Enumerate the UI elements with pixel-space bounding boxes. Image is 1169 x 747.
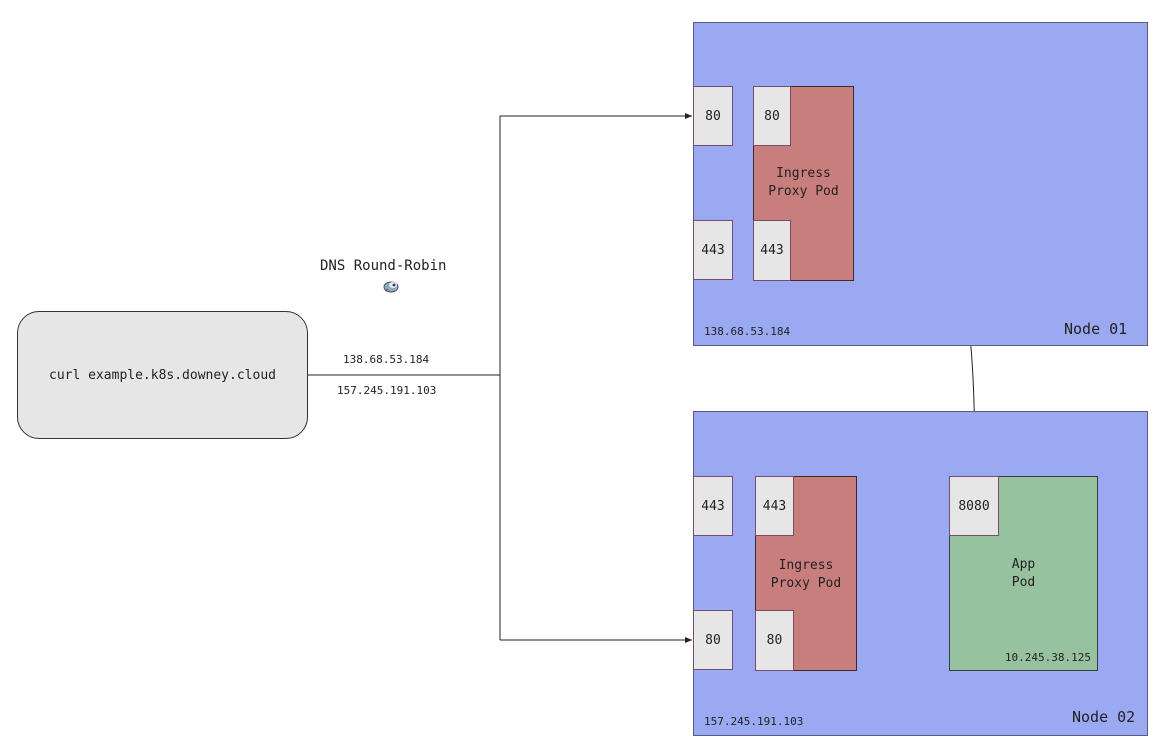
node-02-app-port-8080: 8080 bbox=[949, 476, 999, 536]
port-label: 443 bbox=[760, 243, 784, 258]
node-02-host-port-80: 80 bbox=[693, 610, 733, 670]
node-02-pod-port-80: 80 bbox=[755, 610, 794, 671]
node-01-name: Node 01 bbox=[1064, 320, 1128, 338]
node-02-ip: 157.245.191.103 bbox=[704, 715, 804, 728]
node-01-host-port-443: 443 bbox=[693, 220, 733, 280]
port-label: 80 bbox=[764, 108, 780, 124]
node-02-host-port-443: 443 bbox=[693, 476, 733, 536]
dns-record-1: 138.68.53.184 bbox=[343, 353, 430, 366]
node-01-pod-port-443: 443 bbox=[753, 220, 791, 281]
dns-globe-icon bbox=[382, 278, 399, 294]
ingress-pod-line2: Proxy Pod bbox=[770, 576, 842, 591]
app-pod-ip: 10.245.38.125 bbox=[1004, 651, 1091, 664]
port-label: 80 bbox=[705, 632, 721, 648]
dns-label: DNS Round-Robin bbox=[320, 258, 447, 274]
app-pod-line2: Pod bbox=[1011, 575, 1036, 590]
ingress-pod-line2: Proxy Pod bbox=[768, 184, 839, 199]
port-label: 443 bbox=[701, 242, 725, 258]
port-label: 443 bbox=[701, 498, 725, 514]
node-02-name: Node 02 bbox=[1072, 708, 1136, 726]
app-pod-line1: App bbox=[1011, 557, 1036, 572]
port-label: 443 bbox=[762, 498, 787, 514]
dns-record-2: 157.245.191.103 bbox=[337, 384, 437, 397]
node-01-ip: 138.68.53.184 bbox=[704, 325, 791, 338]
ingress-pod-line1: Ingress bbox=[778, 558, 834, 573]
ingress-pod-line1: Ingress bbox=[776, 166, 831, 181]
node-01-host-port-80: 80 bbox=[693, 86, 733, 146]
node-02-pod-port-443: 443 bbox=[755, 476, 794, 536]
client-label: curl example.k8s.downey.cloud bbox=[49, 367, 276, 383]
port-label: 80 bbox=[766, 633, 783, 648]
port-label: 8080 bbox=[958, 498, 990, 514]
node-01-pod-port-80: 80 bbox=[753, 86, 791, 146]
client-box: curl example.k8s.downey.cloud bbox=[17, 311, 308, 439]
port-label: 80 bbox=[705, 108, 721, 124]
